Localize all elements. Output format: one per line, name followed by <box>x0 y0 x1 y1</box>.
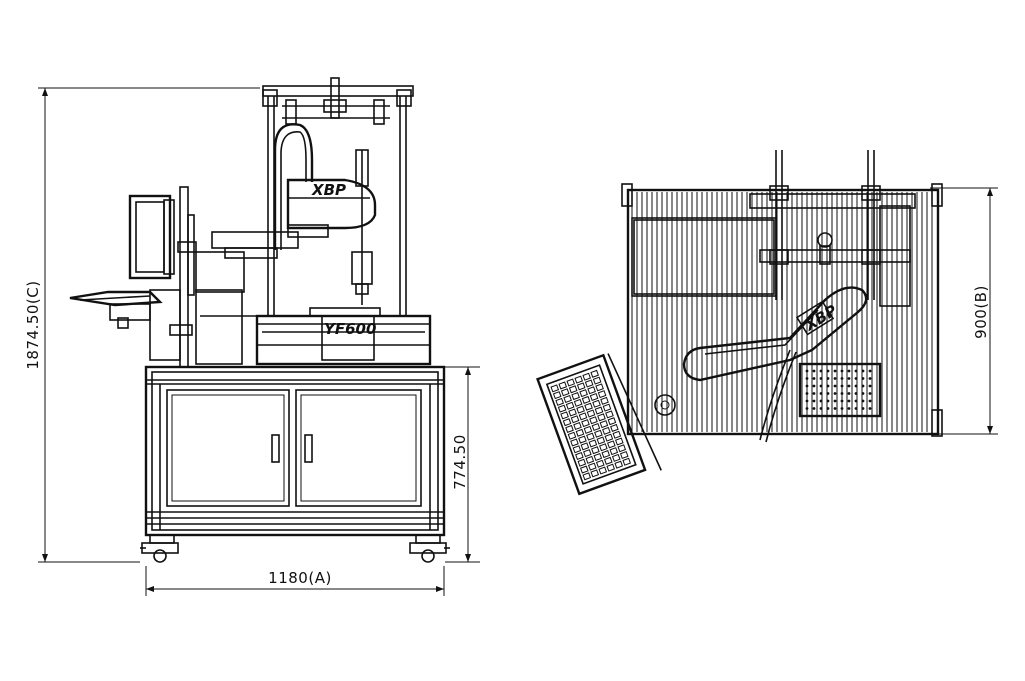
monitor <box>128 194 175 280</box>
dimension-cabinet-height: 774.50 <box>445 366 480 563</box>
right-door-handle <box>304 434 313 463</box>
base-slats <box>631 192 933 432</box>
left-door <box>166 389 290 507</box>
base-plate <box>621 183 943 437</box>
keyboard-top <box>536 353 662 496</box>
side-column <box>149 186 245 368</box>
top-view: 900(B) <box>536 150 998 496</box>
cabinet <box>140 365 450 563</box>
dimension-total-height: 1874.50(C) <box>24 87 260 563</box>
machine-model-label: YF600 <box>324 320 376 338</box>
total-height-label: 1874.50(C) <box>24 280 42 369</box>
tray-dot-grid <box>805 369 872 410</box>
caster-right <box>409 534 450 563</box>
gripper-mark-label: XBP <box>311 181 346 199</box>
parts-tray <box>798 362 882 418</box>
width-label: 1180(A) <box>268 569 332 587</box>
depth-label: 900(B) <box>972 285 990 339</box>
cable-tube <box>273 123 314 250</box>
scara-arm: XBP <box>211 149 377 305</box>
left-door-handle <box>271 434 280 463</box>
keyboard-tray <box>69 290 163 329</box>
right-door <box>295 389 422 507</box>
work-platform: YF600 <box>195 289 432 366</box>
dimension-depth: 900(B) <box>930 187 998 435</box>
keyboard-keys <box>550 369 632 481</box>
caster-left <box>140 534 179 563</box>
dimension-width: 1180(A) <box>145 566 445 596</box>
gantry-top <box>749 150 916 307</box>
cabinet-height-label: 774.50 <box>451 434 469 490</box>
front-view: 1874.50(C) 774.50 1180(A) <box>24 77 480 596</box>
